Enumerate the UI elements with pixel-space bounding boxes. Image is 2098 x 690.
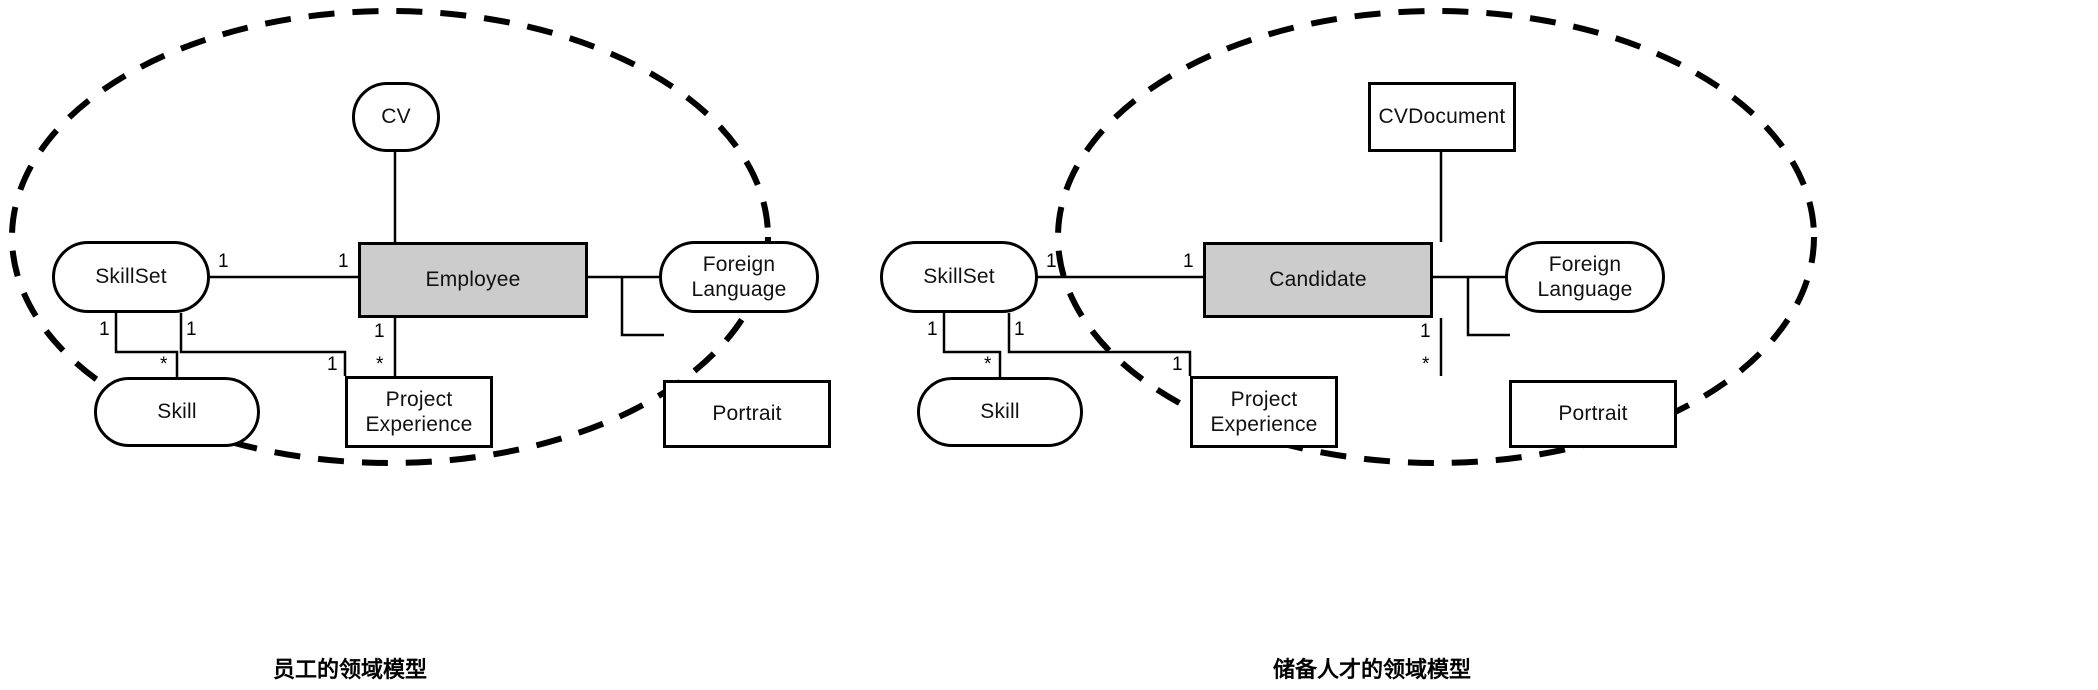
mult-skill-skillset-left: * (160, 354, 168, 375)
node-cvdocument-label: CVDocument (1378, 104, 1506, 128)
mult-project-candidate-right: * (1422, 354, 1430, 375)
caption-candidate-model: 储备人才的领域模型 (1273, 658, 1472, 683)
node-skillset-left[interactable]: SkillSet (52, 241, 210, 313)
mult-skillset-project-right: 1 (1014, 319, 1025, 340)
group-boundary-employee (9, 8, 771, 466)
project-right-line-2: Experience (1210, 413, 1318, 436)
node-portrait-left[interactable]: Portrait (663, 380, 831, 448)
node-project-experience-right[interactable]: Project Experience (1190, 376, 1338, 448)
mult-skill-skillset-right: * (984, 354, 992, 375)
mult-employee-skillset-left: 1 (338, 251, 349, 272)
group-boundary-candidate (1055, 8, 1817, 466)
node-portrait-right-label: Portrait (1558, 401, 1628, 425)
mult-skillset-skill-left: 1 (99, 319, 110, 340)
node-project-experience-left[interactable]: Project Experience (345, 376, 493, 448)
node-candidate[interactable]: Candidate (1203, 242, 1433, 318)
node-skill-left-label: Skill (157, 399, 197, 423)
edge-skillset-projectexperience-right (1007, 313, 1192, 376)
project-line-2: Experience (365, 413, 473, 436)
node-foreign-language-right-label: Foreign Language (1525, 252, 1644, 302)
node-skill-right[interactable]: Skill (917, 377, 1083, 447)
node-employee[interactable]: Employee (358, 242, 588, 318)
node-foreign-language-left-label: Foreign Language (679, 252, 798, 302)
foreign-line-2: Language (691, 278, 787, 301)
mult-project-skillset-right: 1 (1172, 354, 1183, 375)
project-right-line-1: Project (1230, 387, 1298, 411)
node-skill-left[interactable]: Skill (94, 377, 260, 447)
node-foreign-language-right[interactable]: Foreign Language (1505, 241, 1665, 313)
node-cvdocument[interactable]: CVDocument (1368, 82, 1516, 152)
node-cv-label: CV (381, 104, 411, 128)
edge-skillset-skill (114, 313, 179, 377)
edge-skillset-projectexperience (179, 313, 347, 376)
node-skillset-right[interactable]: SkillSet (880, 241, 1038, 313)
mult-candidate-project-right: 1 (1420, 321, 1431, 342)
edge-skillset-skill-right (942, 313, 1002, 377)
node-candidate-label: Candidate (1269, 267, 1367, 291)
foreign-line-1: Foreign (702, 252, 776, 276)
node-cv[interactable]: CV (352, 82, 440, 152)
foreign-right-line-2: Language (1537, 278, 1633, 301)
mult-skillset-employee-left: 1 (218, 251, 229, 272)
edge-employee-portrait (620, 277, 664, 337)
mult-skillset-candidate-right: 1 (1046, 251, 1057, 272)
edge-candidate-portrait (1466, 277, 1510, 337)
mult-project-skillset-left: 1 (327, 354, 338, 375)
node-project-experience-left-label: Project Experience (353, 387, 484, 437)
node-skillset-left-label: SkillSet (95, 264, 167, 288)
project-line-1: Project (385, 387, 453, 411)
node-skillset-right-label: SkillSet (923, 264, 995, 288)
mult-candidate-skillset-right: 1 (1183, 251, 1194, 272)
node-foreign-language-left[interactable]: Foreign Language (659, 241, 819, 313)
mult-skillset-skill-right: 1 (927, 319, 938, 340)
foreign-right-line-1: Foreign (1548, 252, 1622, 276)
node-project-experience-right-label: Project Experience (1198, 387, 1329, 437)
mult-skillset-project-left: 1 (186, 319, 197, 340)
mult-employee-project-left: 1 (374, 321, 385, 342)
caption-employee-model: 员工的领域模型 (273, 658, 428, 683)
node-skill-right-label: Skill (980, 399, 1020, 423)
mult-project-employee-left: * (376, 354, 384, 375)
node-employee-label: Employee (425, 267, 521, 291)
node-portrait-left-label: Portrait (712, 401, 782, 425)
node-portrait-right[interactable]: Portrait (1509, 380, 1677, 448)
